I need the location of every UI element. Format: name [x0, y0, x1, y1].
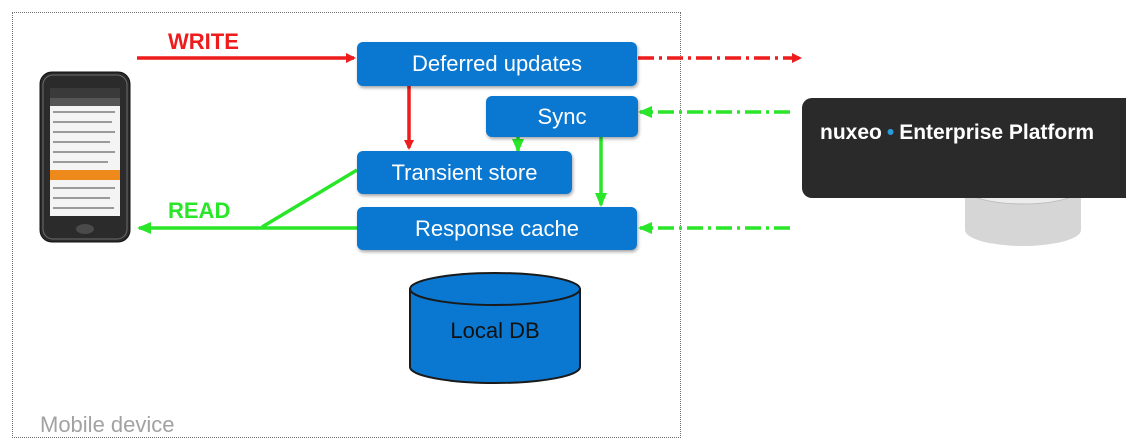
nuxeo-server-panel: [802, 98, 1126, 198]
server-title: nuxeo•Enterprise Platform: [820, 121, 1094, 145]
android-phone-icon: [39, 71, 131, 243]
enterprise-platform-label: Enterprise Platform: [899, 121, 1095, 144]
mobile-device-boundary: [12, 12, 681, 438]
read-label: READ: [168, 198, 231, 223]
response-cache-box: Response cache: [357, 207, 637, 250]
deferred-updates-box: Deferred updates: [357, 42, 637, 86]
write-label: WRITE: [168, 29, 239, 54]
brand-separator-dot: •: [886, 121, 895, 144]
nuxeo-brand: nuxeo: [820, 121, 882, 144]
mobile-device-caption: Mobile device: [40, 412, 175, 437]
local-db-label: Local DB: [450, 318, 540, 343]
sync-box: Sync: [486, 96, 638, 137]
transient-store-box: Transient store: [357, 151, 572, 194]
local-db-cylinder: [409, 272, 581, 384]
transient-to-read-line: [261, 168, 358, 229]
